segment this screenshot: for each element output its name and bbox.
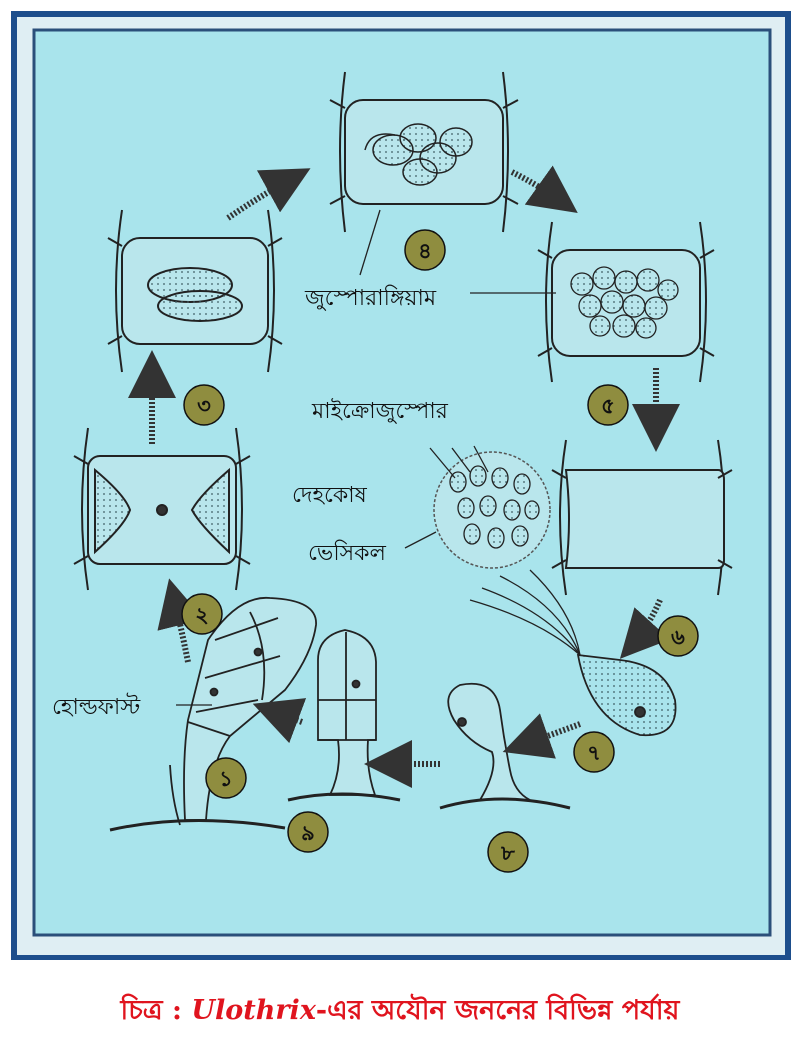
stage-badge-7: ৭: [573, 731, 615, 773]
stage-badge-5: ৫: [587, 384, 629, 426]
life-cycle-diagram: জুস্পোরাঙ্গিয়াম মাইক্রোজুস্পোর দেহকোষ ভ…: [11, 11, 791, 960]
germling-stage-8: [439, 682, 571, 810]
figure-caption: চিত্র : Ulothrix-এর অযৌন জননের বিভিন্ন প…: [0, 990, 800, 1035]
stage-number: ৩: [197, 394, 211, 418]
filament-stage-1: [109, 596, 317, 832]
stage-badge-2: ২: [181, 593, 223, 635]
label-vesicle: ভেসিকল: [308, 540, 387, 566]
label-holdfast: হোল্ডফাস্ট: [52, 693, 141, 720]
microzoospores-in-cell-5: [570, 266, 679, 339]
cell-stage-3: [107, 209, 283, 373]
label-microzoospore: মাইক্রোজুস্পোর: [311, 398, 449, 425]
zoospore-stage-7: [469, 569, 677, 737]
zoospores-in-cell-4: [364, 123, 473, 186]
stage-number: ৪: [418, 239, 432, 263]
stage-badge-3: ৩: [183, 384, 225, 426]
stage-number: ৭: [587, 741, 601, 765]
cycle-arrows: [128, 165, 680, 788]
cell-stage-6: [551, 439, 733, 596]
stage-number: ৫: [601, 394, 615, 418]
stage-number: ২: [195, 603, 209, 627]
stage-number: ৯: [301, 821, 315, 845]
vesicle: [433, 451, 551, 569]
stage-number: ৬: [671, 625, 685, 649]
stage-badge-4: ৪: [404, 229, 446, 271]
stage-number: ১: [219, 767, 233, 791]
leader-lines: [176, 209, 556, 706]
label-somatic-cell: দেহকোষ: [292, 483, 368, 508]
stage-number: ৮: [500, 841, 515, 865]
stage-badge-8: ৮: [487, 831, 529, 873]
caption-suffix: -এর অযৌন জননের বিভিন্ন পর্যায়: [315, 995, 680, 1026]
stage-badge-6: ৬: [657, 615, 699, 657]
stage-badge-9: ৯: [287, 811, 329, 853]
caption-prefix: চিত্র :: [120, 995, 192, 1026]
cell-stage-2: [73, 427, 251, 591]
filament-stage-9: [287, 629, 401, 802]
label-zoosporangium: জুস্পোরাঙ্গিয়াম: [304, 285, 437, 312]
caption-genus: Ulothrix: [191, 995, 316, 1026]
stage-badge-1: ১: [205, 757, 247, 799]
